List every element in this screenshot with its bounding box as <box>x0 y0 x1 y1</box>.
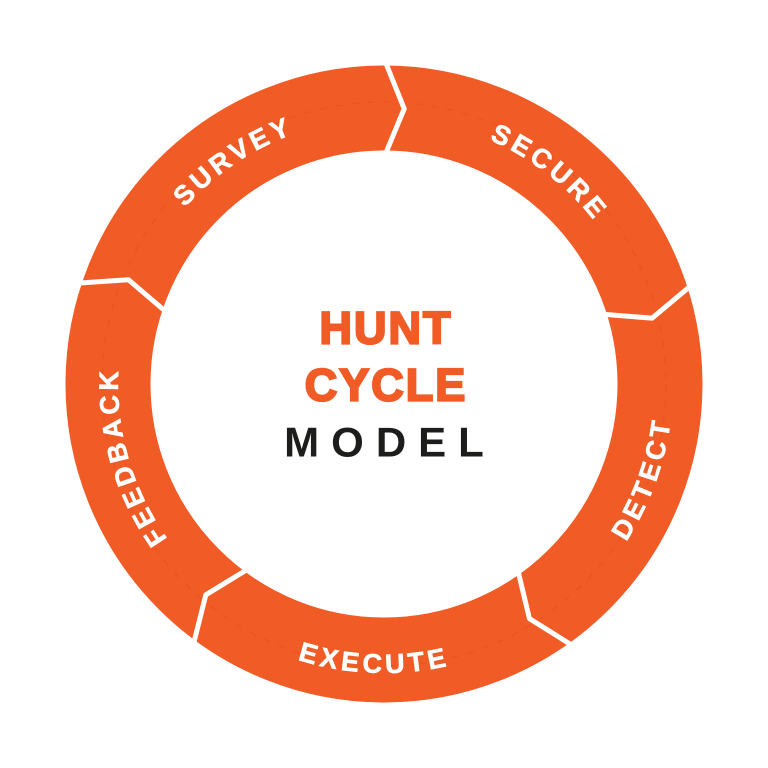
title-model: MODEL <box>284 419 496 466</box>
cycle-ring-layer <box>65 65 703 703</box>
title-cycle: CYCLE <box>305 360 468 411</box>
chevron-separator <box>190 565 253 648</box>
segment-separators <box>74 57 696 650</box>
chevron-separator <box>381 57 407 159</box>
center-title: HUNT CYCLE MODEL <box>284 301 496 466</box>
ring-guide-circle <box>101 101 667 667</box>
chevron-separator <box>514 566 577 650</box>
title-hunt: HUNT <box>320 303 453 354</box>
chevron-separator <box>599 281 696 321</box>
chevron-separator <box>74 277 171 316</box>
cycle-ring <box>65 65 703 703</box>
